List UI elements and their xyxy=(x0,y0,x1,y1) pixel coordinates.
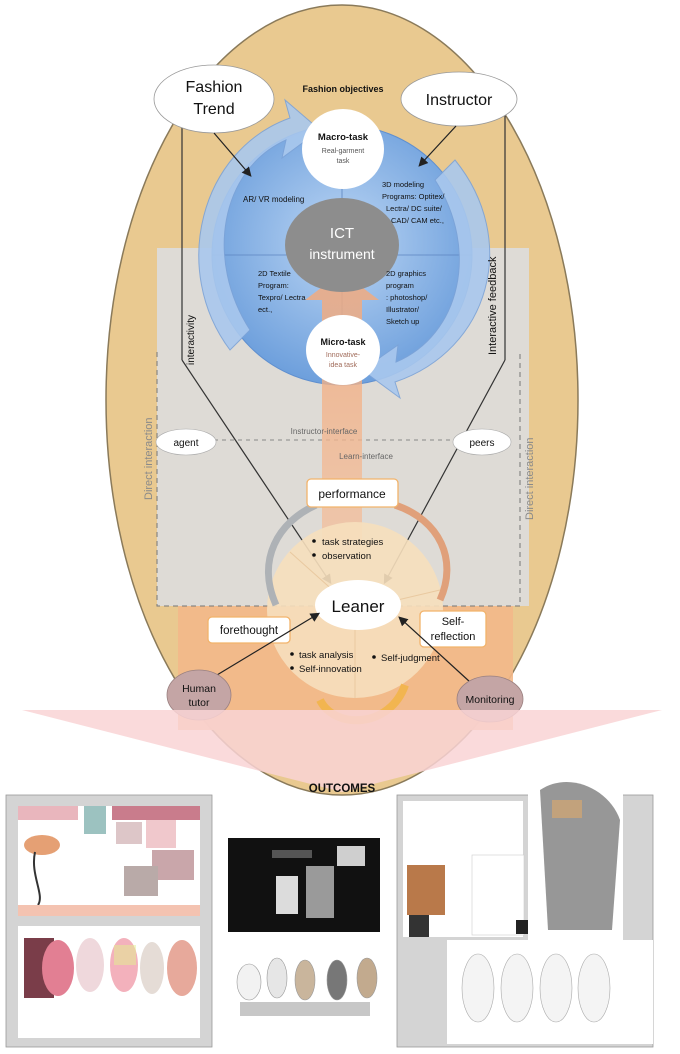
micro-task-sub-1: Innovative- xyxy=(326,352,361,359)
fashion-trend-line-1: Fashion xyxy=(186,79,243,96)
graphics-2d-4: Illustrator/ xyxy=(386,305,420,314)
performance-box xyxy=(306,478,399,508)
micro-task-title: Micro-task xyxy=(320,337,366,347)
performance-item-1: task strategies xyxy=(322,537,383,548)
outcome-panel-middle xyxy=(228,838,380,1016)
interactivity-label: interactivity xyxy=(186,315,197,365)
graphics-2d-5: Sketch up xyxy=(386,317,419,326)
macro-task-node xyxy=(302,109,384,189)
self-reflection-line-2: reflection xyxy=(431,631,476,643)
instructor-interface-label: Instructor-interface xyxy=(291,427,358,436)
bullet-3 xyxy=(290,652,294,656)
human-tutor-line-1: Human xyxy=(182,683,216,695)
leaner-node xyxy=(315,580,401,630)
diagram-title: Fashion objectives xyxy=(302,84,383,94)
performance-item-2: observation xyxy=(322,551,371,562)
peers-label: peers xyxy=(469,438,494,449)
tutor-arrow xyxy=(211,612,321,679)
self-reflection-box xyxy=(419,610,487,648)
outcomes-arrow xyxy=(22,710,662,792)
direct-interaction-right-label: Direct interaction xyxy=(524,437,536,520)
self-reflection-line-1: Self- xyxy=(442,616,465,628)
ict-line-1: ICT xyxy=(330,225,354,242)
outcomes-label: OUTCOMES xyxy=(309,783,376,795)
forethought-box xyxy=(207,616,291,644)
performance-label: performance xyxy=(318,487,386,501)
bullet-4 xyxy=(290,666,294,670)
forethought-item-2: Self-innovation xyxy=(299,664,362,675)
cycle-arrow-right xyxy=(361,159,490,400)
modeling-3d-2: Programs: Optitex/ xyxy=(382,192,445,201)
agent-node xyxy=(155,428,217,456)
micro-task-sub-2: idea task xyxy=(329,362,358,369)
bullet-2 xyxy=(312,553,316,557)
forethought-item-1: task analysis xyxy=(299,650,354,661)
micro-task-node xyxy=(306,315,380,385)
modeling-3d-3: Lectra/ DC suite/ xyxy=(386,204,443,213)
bullet-5 xyxy=(372,655,376,659)
modeling-3d-4: CAD/ CAM etc., xyxy=(391,216,444,225)
instructor-node xyxy=(400,71,518,127)
ar-vr-label: AR/ VR modeling xyxy=(243,195,304,204)
fashion-trend-node xyxy=(153,64,275,134)
leaner-label: Leaner xyxy=(332,597,385,616)
instructor-label: Instructor xyxy=(426,92,493,109)
reflection-item: Self-judgment xyxy=(381,653,440,664)
textile-2d-4: ect., xyxy=(258,305,272,314)
wheel-arrow-left xyxy=(264,501,318,607)
graphics-2d-2: program xyxy=(386,281,414,290)
macro-task-title: Macro-task xyxy=(318,132,369,143)
peers-node xyxy=(452,428,512,456)
wheel-arrow-right xyxy=(393,501,451,602)
monitoring-label: Monitoring xyxy=(465,694,514,706)
bullet-1 xyxy=(312,539,316,543)
human-tutor-line-2: tutor xyxy=(188,697,210,709)
macro-task-sub-1: Real-garment xyxy=(322,148,364,155)
trend-arrow xyxy=(213,132,252,177)
forethought-label: forethought xyxy=(220,625,279,637)
textile-2d-3: Texpro/ Lectra xyxy=(258,293,306,302)
macro-task-sub-2: task xyxy=(337,158,350,165)
fashion-trend-line-2: Trend xyxy=(193,101,234,118)
ict-line-2: instrument xyxy=(309,246,374,262)
direct-interaction-left-label: Direct interaction xyxy=(143,417,155,500)
graphics-2d-3: : photoshop/ xyxy=(386,293,428,302)
textile-2d-2: Program: xyxy=(258,281,289,290)
modeling-3d-1: 3D modeling xyxy=(382,180,424,189)
instructor-arrow xyxy=(418,125,457,167)
outcome-panel-right xyxy=(396,775,654,1048)
learn-interface-label: Learn-interface xyxy=(339,452,393,461)
cycle-arrow-left xyxy=(198,98,321,351)
interactive-feedback-label: Interactive feedback xyxy=(487,256,499,355)
agent-label: agent xyxy=(173,438,198,449)
ict-instrument xyxy=(285,198,399,292)
monitoring-arrow xyxy=(398,616,471,683)
outcome-panel-left xyxy=(5,794,213,1048)
textile-2d-1: 2D Textile xyxy=(258,269,291,278)
graphics-2d-1: 2D graphics xyxy=(386,269,426,278)
